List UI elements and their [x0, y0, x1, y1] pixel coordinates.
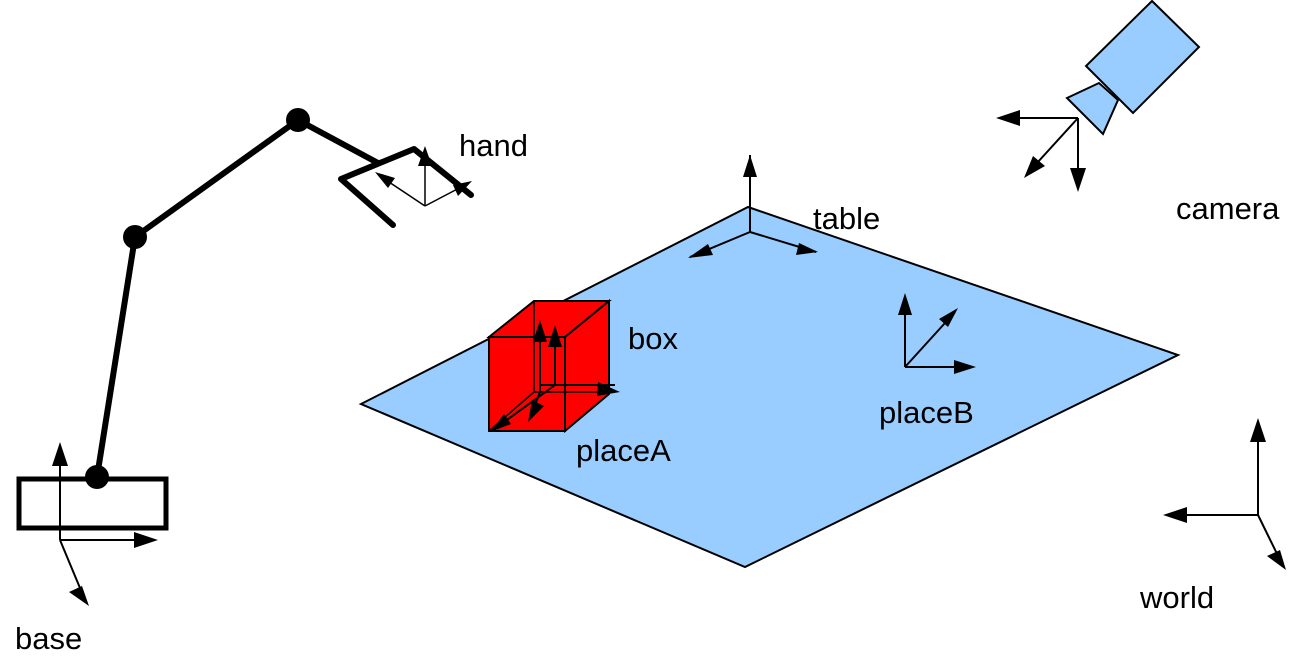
joint: [286, 108, 310, 132]
joint: [85, 465, 109, 489]
gripper: [338, 146, 474, 228]
box-cube: [486, 298, 612, 434]
label-table: table: [813, 201, 880, 236]
box-placeA-frame-axes: [490, 320, 620, 432]
robot-arm: [16, 108, 474, 531]
joint: [123, 225, 147, 249]
placeB-frame-axes: [898, 293, 976, 374]
label-placeA: placeA: [576, 433, 671, 468]
label-hand: hand: [459, 128, 528, 163]
table-frame-axes: [688, 155, 818, 258]
label-world: world: [1139, 580, 1214, 615]
camera-icon: [1065, 0, 1201, 136]
world-frame-axes: [1163, 418, 1286, 570]
label-box: box: [628, 321, 678, 356]
label-camera: camera: [1176, 191, 1280, 226]
camera-frame-axes: [996, 110, 1086, 192]
label-base: base: [15, 621, 82, 656]
label-placeB: placeB: [879, 395, 974, 430]
hand-frame-axes: [375, 146, 472, 207]
base-frame-axes: [52, 442, 158, 606]
table-surface: [358, 205, 1181, 569]
